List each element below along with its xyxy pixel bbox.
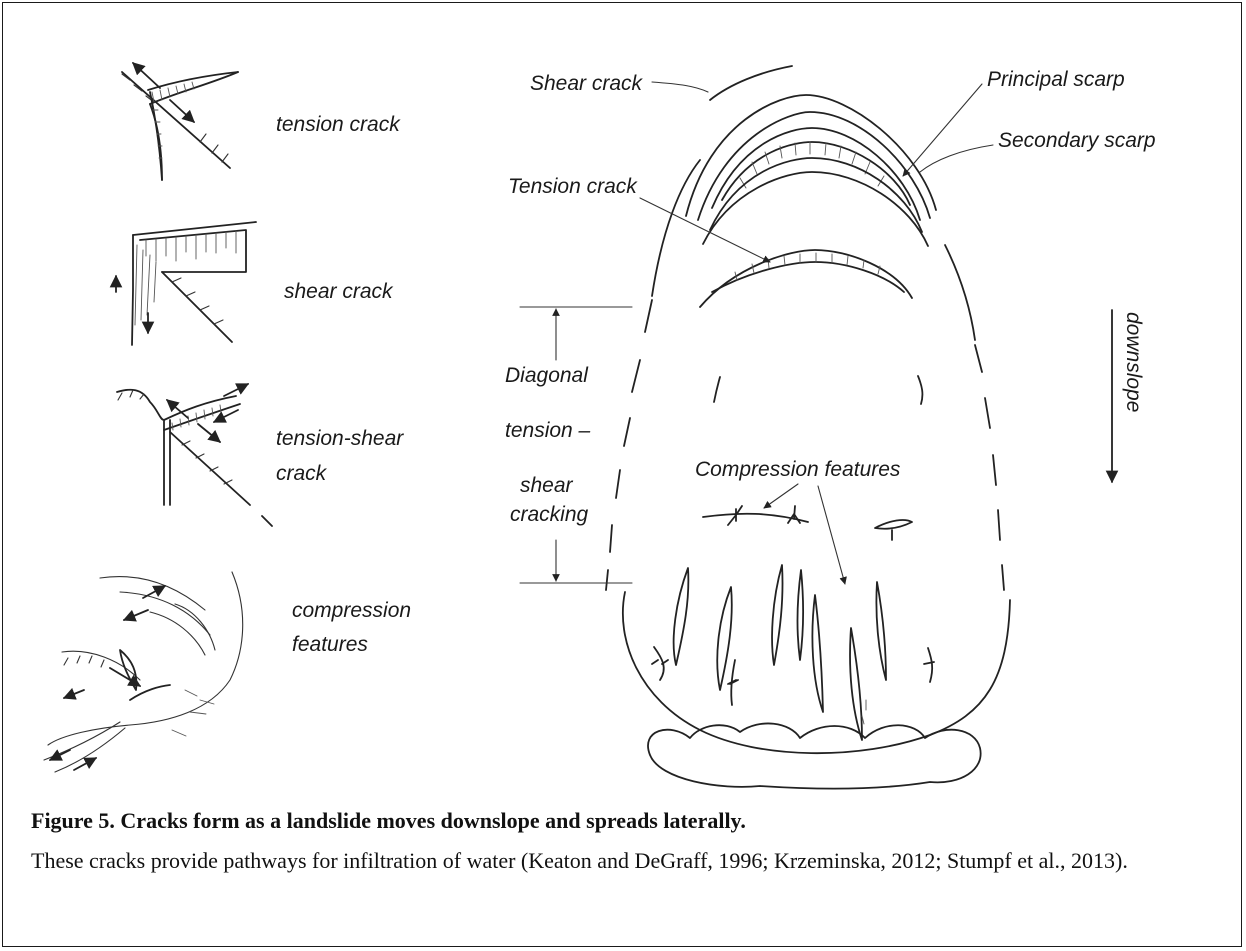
landslide-crack-diagram: tension crack shear crack tension-shear … (0, 0, 1246, 800)
caption-body: These cracks provide pathways for infilt… (31, 846, 1211, 876)
shear-crack-label: shear crack (284, 280, 394, 303)
diagonal-label-line3: shear (520, 474, 574, 497)
shear-crack-mark (710, 66, 792, 100)
secondary-scarp-label: Secondary scarp (998, 129, 1156, 152)
shear-crack-sketch (116, 222, 256, 345)
downslope-label: downslope (1122, 312, 1145, 412)
principal-scarp-leader (903, 84, 982, 176)
compression-leader-right (818, 486, 845, 584)
compression-label-line2: features (292, 633, 368, 656)
compression-features-sketch (44, 572, 243, 772)
tension-shear-label-line1: tension-shear (276, 427, 404, 450)
compression-leader-left (764, 484, 798, 508)
tension-crack-label: tension crack (276, 113, 401, 136)
diagonal-label-line1: Diagonal (505, 364, 589, 387)
dimension-bracket (520, 307, 632, 583)
tension-shear-label-line2: crack (276, 462, 328, 485)
shear-crack-callout: Shear crack (530, 72, 644, 95)
landslide-plan-view (606, 95, 1010, 789)
diagonal-label-line4: cracking (510, 503, 589, 526)
tension-shear-crack-sketch (117, 384, 272, 526)
shear-crack-leader (652, 82, 708, 92)
caption-title: Figure 5. Cracks form as a landslide mov… (31, 808, 1211, 834)
diagonal-label-line2: tension – (505, 419, 591, 442)
tension-crack-callout: Tension crack (508, 175, 638, 198)
secondary-scarp-leader (920, 145, 993, 172)
compression-features-callout: Compression features (695, 458, 901, 481)
figure-caption: Figure 5. Cracks form as a landslide mov… (31, 808, 1211, 876)
tension-crack-sketch (122, 63, 238, 180)
compression-label-line1: compression (292, 599, 411, 622)
principal-scarp-label: Principal scarp (987, 68, 1125, 91)
